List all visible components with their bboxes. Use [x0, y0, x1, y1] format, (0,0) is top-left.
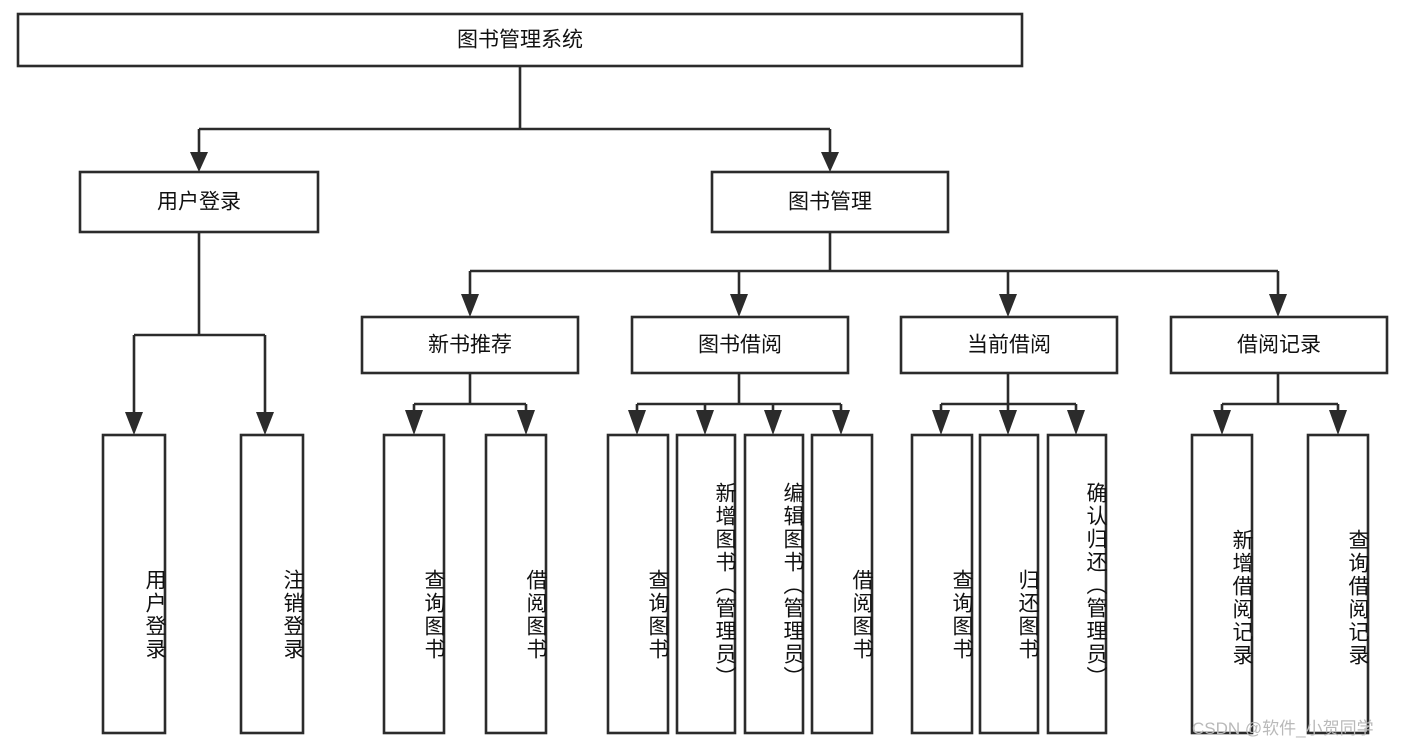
connector-group-new-book-recommend: [405, 373, 535, 435]
arrow-head-user-login: [190, 152, 208, 172]
arrow-head-leaf-query-book-3: [932, 410, 950, 435]
csdn-watermark: CSDN @软件_小贺同学: [1192, 719, 1374, 738]
connector-group-borrow-record: [1213, 373, 1347, 435]
node-label-borrow-record: 借阅记录: [1237, 334, 1321, 357]
node-box-leaf-query-book-2[interactable]: [606, 433, 670, 735]
node-box-leaf-query-book-3[interactable]: [910, 433, 974, 735]
arrow-head-leaf-add-record: [1213, 410, 1231, 435]
node-box-book-manage[interactable]: [710, 170, 950, 234]
node-box-leaf-edit-book[interactable]: [743, 433, 805, 735]
node-box-root[interactable]: [16, 12, 1024, 68]
arrow-head-book-manage: [821, 152, 839, 172]
node-box-new-book-recommend[interactable]: [360, 315, 580, 375]
connector-group-current-borrow: [932, 373, 1085, 435]
node-label-root: 图书管理系统: [457, 29, 583, 52]
node-box-leaf-add-record[interactable]: [1190, 433, 1254, 735]
arrow-head-leaf-borrow-book-2: [832, 410, 850, 435]
arrow-head-leaf-logout-login: [256, 412, 274, 435]
node-label-user-login: 用户登录: [157, 191, 241, 214]
arrow-head-leaf-query-record: [1329, 410, 1347, 435]
node-box-current-borrow[interactable]: [899, 315, 1119, 375]
arrow-head-leaf-edit-book: [764, 410, 782, 435]
arrow-head-current-borrow: [999, 294, 1017, 317]
connector-group-root: [190, 66, 839, 172]
arrow-head-leaf-return-book: [999, 410, 1017, 435]
node-box-borrow-record[interactable]: [1169, 315, 1389, 375]
connector-group-book-borrow: [628, 373, 850, 435]
node-label-current-borrow: 当前借阅: [967, 334, 1051, 357]
arrow-head-leaf-borrow-book-1: [517, 410, 535, 435]
arrow-head-leaf-confirm-return: [1067, 410, 1085, 435]
node-box-leaf-add-book[interactable]: [675, 433, 737, 735]
node-box-leaf-borrow-book-1[interactable]: [484, 433, 548, 735]
connector-group-user-login: [125, 232, 274, 435]
node-box-leaf-borrow-book-2[interactable]: [810, 433, 874, 735]
arrow-head-leaf-query-book-2: [628, 410, 646, 435]
arrow-head-leaf-add-book: [696, 410, 714, 435]
node-box-leaf-confirm-return[interactable]: [1046, 433, 1108, 735]
node-box-user-login[interactable]: [78, 170, 320, 234]
node-box-leaf-logout-login[interactable]: [239, 433, 305, 735]
node-box-book-borrow[interactable]: [630, 315, 850, 375]
node-box-leaf-user-login[interactable]: [101, 433, 167, 735]
arrow-head-borrow-record: [1269, 294, 1287, 317]
node-label-new-book-recommend: 新书推荐: [428, 334, 512, 357]
node-box-leaf-query-record[interactable]: [1306, 433, 1370, 735]
connector-group-book-manage: [461, 232, 1287, 317]
arrow-head-book-borrow: [730, 294, 748, 317]
node-label-book-borrow: 图书借阅: [698, 334, 782, 357]
node-label-book-manage: 图书管理: [788, 191, 872, 214]
arrow-head-new-book-recommend: [461, 294, 479, 317]
arrow-head-leaf-query-book-1: [405, 410, 423, 435]
node-box-leaf-query-book-1[interactable]: [382, 433, 446, 735]
node-box-leaf-return-book[interactable]: [978, 433, 1040, 735]
arrow-head-leaf-user-login: [125, 412, 143, 435]
